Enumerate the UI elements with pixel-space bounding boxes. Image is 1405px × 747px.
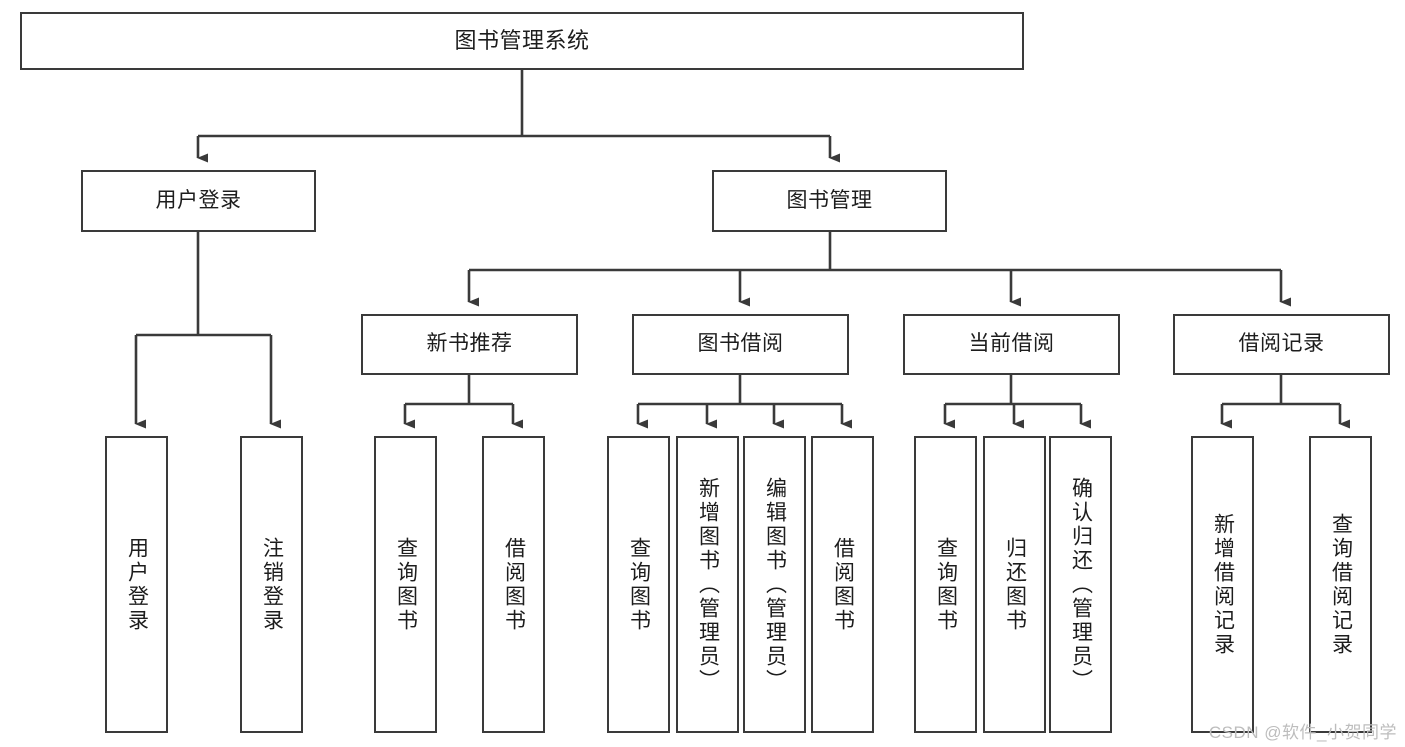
node-user-login[interactable]: 用户登录	[81, 170, 316, 232]
leaf-record-add-record[interactable]: 新增借阅记录	[1191, 436, 1254, 733]
node-label: 借阅图书	[502, 536, 526, 633]
node-label: 查询图书	[627, 536, 651, 633]
node-label: 确认归还（管理员）	[1069, 476, 1093, 693]
leaf-recommend-borrow-book[interactable]: 借阅图书	[482, 436, 545, 733]
node-label: 注销登录	[260, 536, 284, 633]
node-label: 查询借阅记录	[1329, 512, 1353, 657]
node-book-management[interactable]: 图书管理	[712, 170, 947, 232]
leaf-borrow-borrow-book[interactable]: 借阅图书	[811, 436, 874, 733]
node-label: 图书管理	[786, 188, 873, 212]
leaf-borrow-add-book[interactable]: 新增图书（管理员）	[676, 436, 739, 733]
node-borrow-record[interactable]: 借阅记录	[1173, 314, 1390, 375]
leaf-current-confirm-return[interactable]: 确认归还（管理员）	[1049, 436, 1112, 733]
leaf-current-query-book[interactable]: 查询图书	[914, 436, 977, 733]
leaf-recommend-query-book[interactable]: 查询图书	[374, 436, 437, 733]
node-label: 新书推荐	[426, 332, 513, 356]
node-label: 借阅记录	[1238, 332, 1325, 356]
node-label: 借阅图书	[831, 536, 855, 633]
node-new-book-recommend[interactable]: 新书推荐	[361, 314, 578, 375]
node-label: 用户登录	[155, 188, 242, 212]
leaf-record-query-record[interactable]: 查询借阅记录	[1309, 436, 1372, 733]
node-label: 查询图书	[394, 536, 418, 633]
node-label: 查询图书	[934, 536, 958, 633]
node-label: 当前借阅	[968, 332, 1055, 356]
csdn-watermark: CSDN @软件_小贺同学	[1208, 723, 1397, 742]
leaf-user-login-signin[interactable]: 用户登录	[105, 436, 168, 733]
node-root-system[interactable]: 图书管理系统	[20, 12, 1024, 70]
node-label: 图书借阅	[697, 332, 784, 356]
node-label: 归还图书	[1003, 536, 1027, 633]
leaf-current-return-book[interactable]: 归还图书	[983, 436, 1046, 733]
node-label: 编辑图书（管理员）	[763, 476, 787, 693]
node-current-borrow[interactable]: 当前借阅	[903, 314, 1120, 375]
node-label: 新增借阅记录	[1211, 512, 1235, 657]
node-label: 图书管理系统	[454, 28, 590, 54]
leaf-borrow-query-book[interactable]: 查询图书	[607, 436, 670, 733]
node-label: 用户登录	[125, 536, 149, 633]
node-book-borrow[interactable]: 图书借阅	[632, 314, 849, 375]
node-label: 新增图书（管理员）	[696, 476, 720, 693]
leaf-borrow-edit-book[interactable]: 编辑图书（管理员）	[743, 436, 806, 733]
leaf-user-login-signout[interactable]: 注销登录	[240, 436, 303, 733]
